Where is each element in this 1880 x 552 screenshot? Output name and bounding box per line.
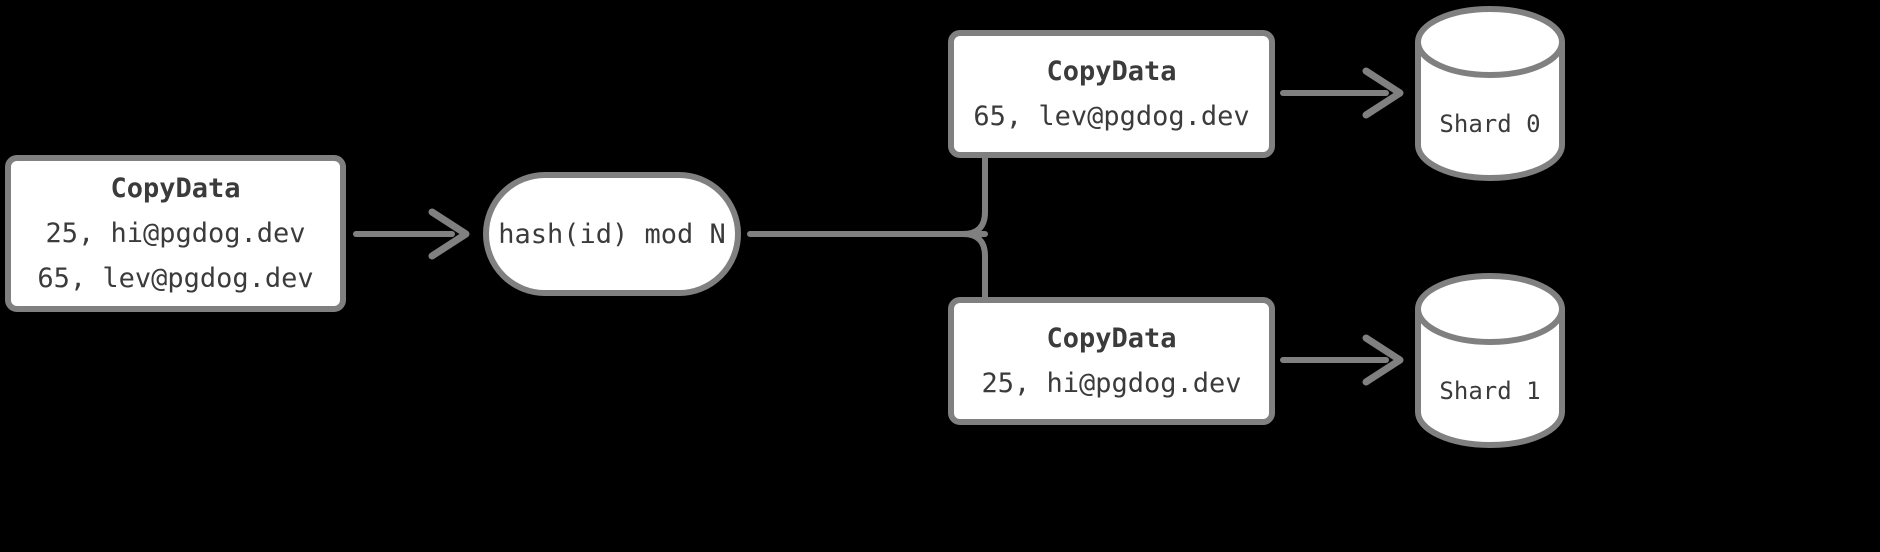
shard-1-label: Shard 1 <box>1439 377 1541 405</box>
shard-0-cylinder-shape <box>1415 6 1565 181</box>
copydata-top-row-0: 65, lev@pgdog.dev <box>973 101 1250 132</box>
node-hash-function[interactable]: hash(id) mod N <box>483 172 741 296</box>
shard-1-cylinder-shape <box>1415 273 1565 448</box>
source-copydata-row-0: 25, hi@pgdog.dev <box>45 218 306 249</box>
source-copydata-row-1: 65, lev@pgdog.dev <box>37 263 314 294</box>
copydata-bottom-title: CopyData <box>1046 323 1177 354</box>
edge-copydata-top-to-shard0 <box>1280 67 1404 119</box>
node-source-copydata[interactable]: CopyData 25, hi@pgdog.dev 65, lev@pgdog.… <box>5 155 346 312</box>
copydata-top-title: CopyData <box>1046 56 1177 87</box>
edge-copydata-bottom-to-shard1 <box>1280 334 1404 386</box>
shard-0-label: Shard 0 <box>1439 110 1541 138</box>
hash-function-label: hash(id) mod N <box>498 218 726 250</box>
source-copydata-title: CopyData <box>110 173 241 204</box>
node-copydata-bottom[interactable]: CopyData 25, hi@pgdog.dev <box>948 297 1275 425</box>
edge-source-to-hash <box>353 208 470 260</box>
copydata-bottom-row-0: 25, hi@pgdog.dev <box>981 368 1242 399</box>
node-copydata-top[interactable]: CopyData 65, lev@pgdog.dev <box>948 30 1275 158</box>
